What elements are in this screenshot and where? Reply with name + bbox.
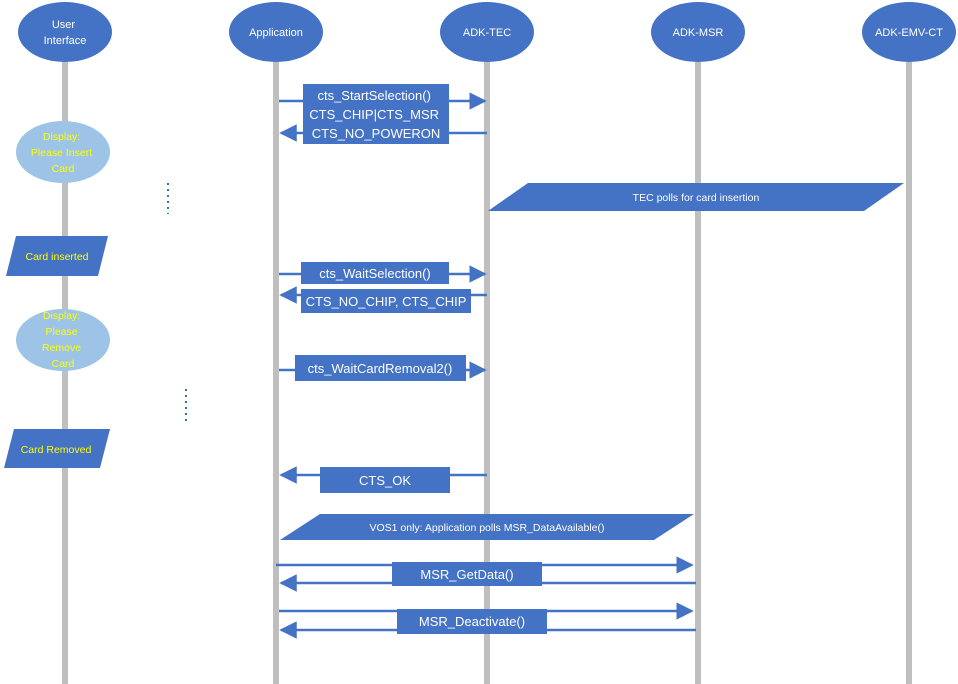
banner-vos1-polls: VOS1 only: Application polls MSR_DataAva… <box>280 514 694 540</box>
actor-ui-line2: Interface <box>44 35 87 47</box>
actor-adk-msr-label: ADK-MSR <box>673 27 724 39</box>
svg-text:cts_WaitSelection(): cts_WaitSelection() <box>319 266 431 281</box>
svg-text:MSR_Deactivate(): MSR_Deactivate() <box>419 614 525 629</box>
actor-adk-tec-label: ADK-TEC <box>463 27 511 39</box>
actor-adk-emv-ct: ADK-EMV-CT <box>862 2 956 62</box>
svg-text:Card inserted: Card inserted <box>25 251 88 263</box>
actor-ui: User Interface <box>18 2 112 62</box>
actor-ui-line1: User <box>52 19 76 31</box>
note-card-inserted: Card inserted <box>6 236 108 276</box>
svg-text:MSR_GetData(): MSR_GetData() <box>420 567 513 582</box>
actor-application: Application <box>229 2 323 62</box>
message-msr-getdata: MSR_GetData() <box>276 556 696 592</box>
svg-text:User Interface: User Interface <box>44 19 87 47</box>
svg-text:TEC polls for card insertion: TEC polls for card insertion <box>633 192 760 204</box>
svg-text:Display: Please Re: Display: Please Remove Card <box>42 310 84 370</box>
svg-text:Display: Please Insert: Display: Please Insert Card <box>31 131 95 175</box>
message-msr-deactivate: MSR_Deactivate() <box>279 602 696 639</box>
actor-adk-msr: ADK-MSR <box>651 2 745 62</box>
message-cts-ok: CTS_OK <box>279 466 487 493</box>
message-start-selection: cts_StartSelection() CTS_CHIP|CTS_MSR CT… <box>279 84 487 144</box>
svg-text:VOS1 only: Application polls M: VOS1 only: Application polls MSR_DataAva… <box>369 522 604 534</box>
svg-text:CTS_NO_CHIP, CTS_CHIP: CTS_NO_CHIP, CTS_CHIP <box>306 294 467 309</box>
svg-text:cts_StartSelection() CTS: cts_StartSelection() CTS_CHIP|CTS_MSR CT… <box>309 88 442 141</box>
note-display-insert: Display: Please Insert Card <box>16 121 110 183</box>
note-card-removed: Card Removed <box>4 429 110 468</box>
svg-text:CTS_OK: CTS_OK <box>359 473 411 488</box>
lifelines <box>62 62 912 684</box>
actor-adk-tec: ADK-TEC <box>440 2 534 62</box>
message-wait-selection: cts_WaitSelection() <box>279 262 487 284</box>
actor-application-label: Application <box>249 27 303 39</box>
banner-tec-polls: TEC polls for card insertion <box>488 183 904 211</box>
svg-text:cts_WaitCardRemoval2(): cts_WaitCardRemoval2() <box>308 361 453 376</box>
actor-adk-emv-ct-label: ADK-EMV-CT <box>875 27 943 39</box>
message-no-chip-chip: CTS_NO_CHIP, CTS_CHIP <box>279 286 487 313</box>
note-display-remove: Display: Please Remove Card <box>16 309 110 371</box>
svg-text:Card Removed: Card Removed <box>21 444 92 456</box>
message-wait-card-removal: cts_WaitCardRemoval2() <box>279 355 487 381</box>
